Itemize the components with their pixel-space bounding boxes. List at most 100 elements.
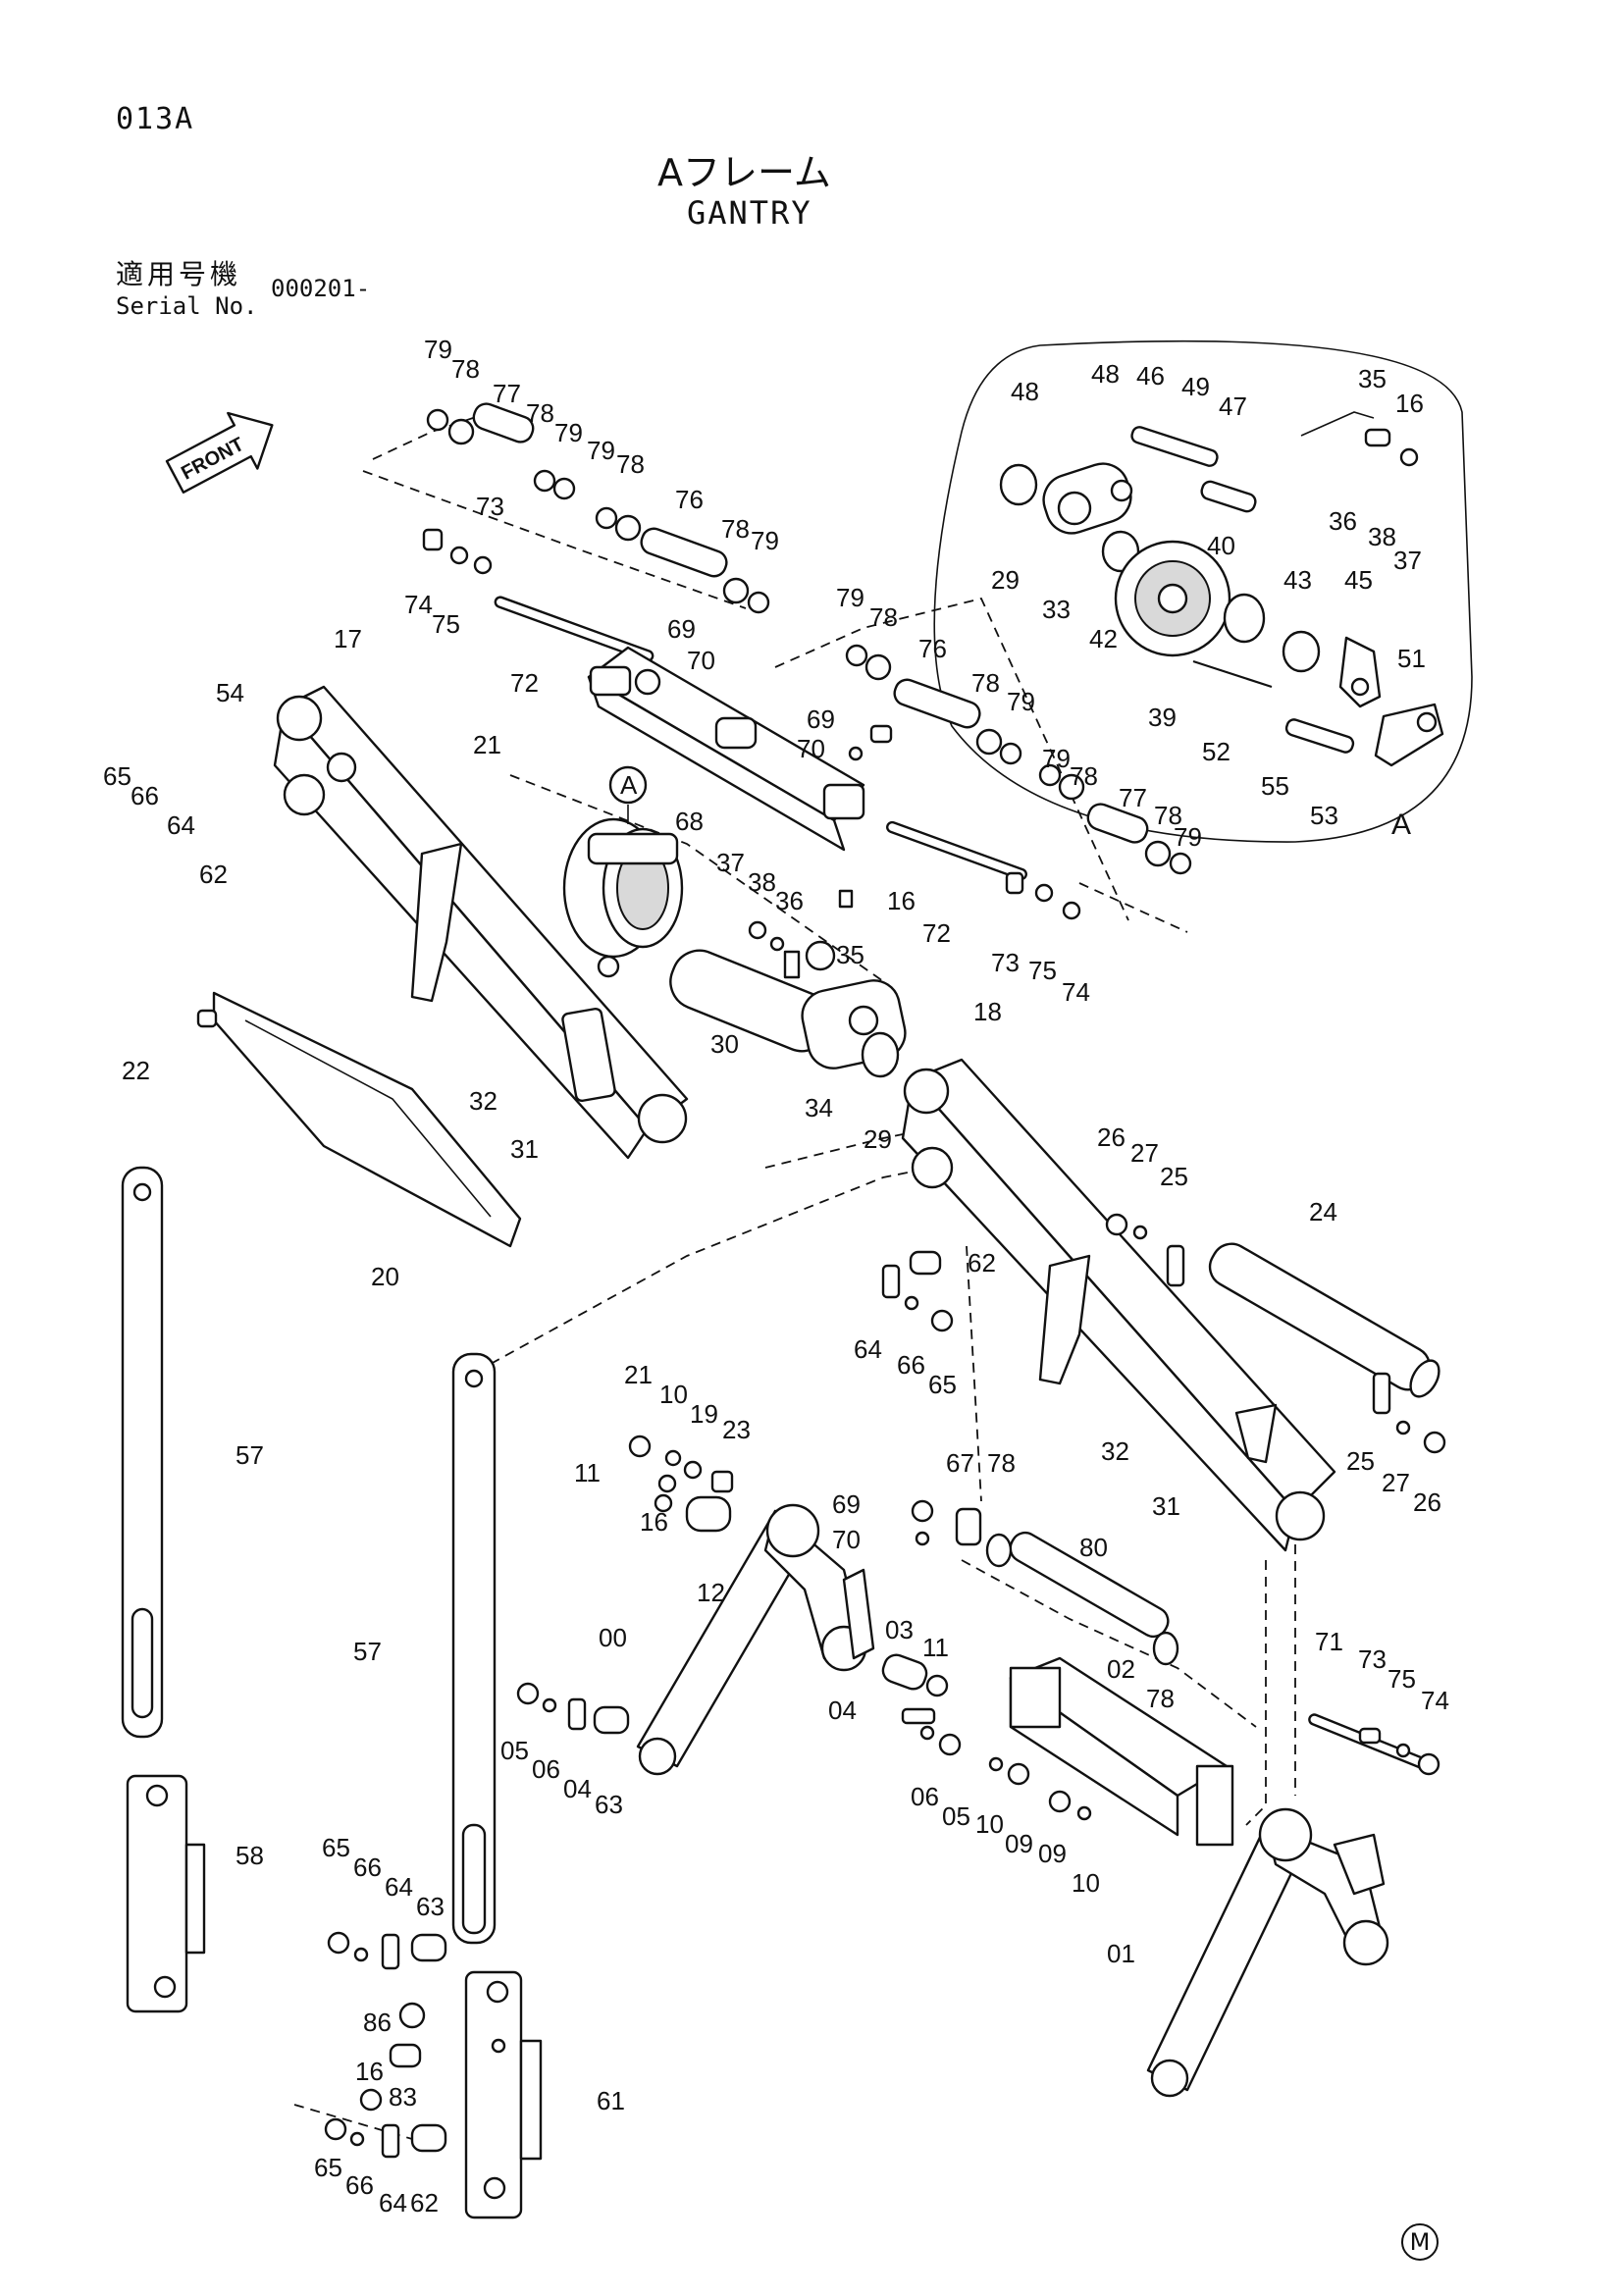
page-code: 013A xyxy=(116,102,195,136)
part-number-label: 16 xyxy=(887,886,916,915)
part-number-label: 79 xyxy=(554,418,583,447)
part-number-label: 65 xyxy=(322,1833,350,1862)
tension-link-61 xyxy=(464,1970,543,2219)
part-number-label: 79 xyxy=(1042,744,1071,773)
part-number-label: 65 xyxy=(103,761,131,791)
detail-a-callout-label: A xyxy=(620,770,638,800)
part-number-label: 26 xyxy=(1097,1122,1126,1152)
part-number-label: 48 xyxy=(1091,359,1120,389)
part-number-label: 70 xyxy=(797,734,825,763)
frame-member-17 xyxy=(273,685,689,1160)
tension-link-57-center xyxy=(451,1352,497,1945)
part-number-label: 57 xyxy=(353,1637,382,1666)
part-number-label: 24 xyxy=(1309,1197,1337,1226)
page-title-japanese: Aフレーム xyxy=(657,151,831,194)
upper-right-pins-row xyxy=(845,644,1192,920)
part-number-label: 78 xyxy=(1070,761,1098,791)
part-number-label: 37 xyxy=(716,848,745,877)
part-number-label: 80 xyxy=(1079,1533,1108,1562)
part-number-label: 32 xyxy=(469,1086,497,1116)
part-number-label: 64 xyxy=(167,810,195,840)
part-number-label: 02 xyxy=(1107,1654,1135,1684)
part-number-label: 67 xyxy=(946,1448,974,1478)
part-number-label: 78 xyxy=(721,514,750,544)
part-number-label: 78 xyxy=(1154,801,1182,830)
part-number-label: 26 xyxy=(1413,1487,1441,1517)
part-number-label: 09 xyxy=(1005,1829,1033,1858)
part-number-label: 79 xyxy=(751,526,779,555)
part-number-label: 78 xyxy=(987,1448,1016,1478)
part-number-label: 25 xyxy=(1160,1162,1188,1191)
part-number-label: 35 xyxy=(836,940,864,969)
part-number-label: 40 xyxy=(1207,531,1235,560)
part-number-label: 76 xyxy=(918,634,947,663)
part-number-label: 05 xyxy=(942,1801,970,1831)
part-number-label: 73 xyxy=(991,948,1020,977)
detail-a-parts xyxy=(999,411,1444,767)
part-number-label: 78 xyxy=(451,354,480,384)
part-number-label: 68 xyxy=(675,807,704,836)
part-number-label: 37 xyxy=(1393,546,1422,575)
lower-left-hardware xyxy=(324,1931,447,2159)
detail-a-label: A xyxy=(1391,809,1411,841)
part-number-label: 21 xyxy=(624,1360,653,1389)
part-number-label: 10 xyxy=(1072,1868,1100,1898)
part-number-label: 69 xyxy=(832,1489,861,1519)
part-number-label: 04 xyxy=(828,1696,857,1725)
part-number-label: 10 xyxy=(659,1380,688,1409)
part-number-label: 16 xyxy=(640,1507,668,1537)
part-number-label: 64 xyxy=(854,1334,882,1364)
drum-assembly xyxy=(562,805,684,978)
part-number-label: 32 xyxy=(1101,1436,1129,1466)
part-number-label: 00 xyxy=(599,1623,627,1652)
center-hardware-group xyxy=(628,1435,734,1533)
part-number-label: 71 xyxy=(1315,1627,1343,1656)
part-number-label: 62 xyxy=(968,1248,996,1278)
part-number-label: 77 xyxy=(1119,783,1147,812)
part-number-label: 70 xyxy=(832,1525,861,1554)
part-number-label: 39 xyxy=(1148,703,1177,732)
part-number-label: 51 xyxy=(1397,644,1426,673)
part-number-label: 43 xyxy=(1283,565,1312,595)
part-number-label: 06 xyxy=(911,1782,939,1811)
part-number-label: 66 xyxy=(353,1852,382,1882)
upper-pins-row xyxy=(422,402,770,662)
part-number-label: 65 xyxy=(928,1370,957,1399)
part-number-label: 36 xyxy=(775,886,804,915)
part-number-label: 78 xyxy=(869,602,898,632)
part-number-label: 03 xyxy=(885,1615,914,1644)
part-number-label: 78 xyxy=(526,398,554,428)
tension-link-57-left xyxy=(121,1166,164,1739)
part-number-label: 38 xyxy=(1368,522,1396,551)
part-number-label: 54 xyxy=(216,678,244,707)
part-number-label: 49 xyxy=(1181,372,1210,401)
part-number-label: 86 xyxy=(363,2008,392,2037)
part-number-label: 35 xyxy=(1358,364,1387,393)
pin-24 xyxy=(1208,1242,1440,1398)
part-number-label: 58 xyxy=(236,1841,264,1870)
part-number-label: 04 xyxy=(563,1774,592,1803)
part-number-label: 79 xyxy=(424,335,452,364)
part-number-label: 31 xyxy=(1152,1491,1180,1521)
frame-member-18 xyxy=(901,1058,1336,1552)
part-number-label: 47 xyxy=(1219,391,1247,421)
pin-80-group xyxy=(911,1499,1179,1666)
part-number-label: 83 xyxy=(389,2082,417,2112)
part-number-label: 77 xyxy=(493,379,521,408)
part-number-label: 16 xyxy=(355,2057,384,2086)
part-number-label: 48 xyxy=(1011,377,1039,406)
page-title: GANTRY xyxy=(687,194,812,232)
part-number-label: 31 xyxy=(510,1134,539,1164)
pin-03-group xyxy=(516,1653,962,1756)
part-number-label: 23 xyxy=(722,1415,751,1444)
part-number-label: 65 xyxy=(314,2153,342,2182)
detail-a-callout xyxy=(608,765,648,805)
manufacturer-mark: M xyxy=(1401,2223,1439,2261)
part-number-label: 76 xyxy=(675,485,704,514)
part-number-label: 61 xyxy=(597,2086,625,2115)
part-number-label: 79 xyxy=(1007,687,1035,716)
part-number-label: 10 xyxy=(975,1809,1004,1839)
part-number-label: 66 xyxy=(897,1350,925,1380)
